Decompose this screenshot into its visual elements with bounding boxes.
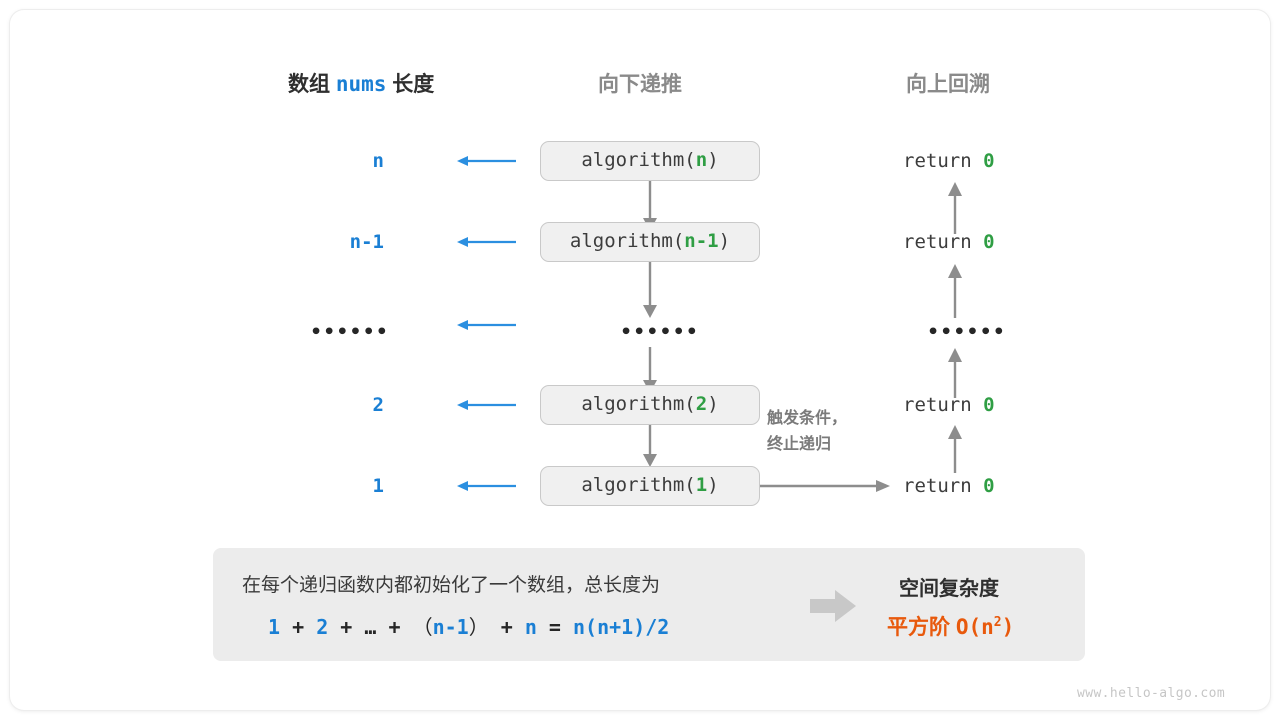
call-box-row-1[interactable]: algorithm(n) xyxy=(540,141,760,181)
diagram-stage: 数组 nums 长度 向下递推 向上回溯 n algorithm(n) retu… xyxy=(10,10,1270,710)
blue-arrow-row-5 xyxy=(457,481,516,491)
eq-op-3: + xyxy=(388,615,401,639)
eq-term-5: n xyxy=(524,615,537,639)
call-arg-1: n xyxy=(695,149,708,171)
base-case-arrow xyxy=(760,480,890,492)
return-row-dots: •••••• xyxy=(927,321,1006,343)
eq-lparen: （ xyxy=(412,615,433,639)
eq-op-4: + xyxy=(500,615,513,639)
eq-equals: = xyxy=(548,615,561,639)
blue-arrow-row-4 xyxy=(457,400,516,410)
return-value-1: 0 xyxy=(983,150,995,172)
return-text-1: return xyxy=(903,150,984,172)
header-array-code: nums xyxy=(335,72,387,96)
complexity-big-o: O(n2) xyxy=(956,615,1014,639)
return-row-5: return 0 xyxy=(903,475,995,497)
eq-rparen: ） xyxy=(468,615,489,639)
call-prefix-5: algorithm( xyxy=(581,474,696,496)
up-arrow-return-5-to-4 xyxy=(948,425,962,473)
header-array-prefix: 数组 xyxy=(288,73,336,96)
header-array-length: 数组 nums 长度 xyxy=(288,68,434,98)
blue-arrow-row-1 xyxy=(457,156,516,166)
summary-panel xyxy=(213,548,1085,661)
up-arrow-return-2-to-1 xyxy=(948,182,962,234)
call-prefix-1: algorithm( xyxy=(581,149,696,171)
summary-text: 在每个递归函数内都初始化了一个数组，总长度为 xyxy=(242,575,661,596)
length-label-row-1: n xyxy=(372,150,384,172)
diagram-card: 数组 nums 长度 向下递推 向上回溯 n algorithm(n) retu… xyxy=(10,10,1270,710)
call-box-row-dots: •••••• xyxy=(620,321,699,343)
header-recurse-down: 向下递推 xyxy=(598,73,682,96)
return-value-5: 0 xyxy=(983,475,995,497)
complexity-title: 空间复杂度 xyxy=(899,578,999,600)
return-text-4: return xyxy=(903,394,984,416)
eq-op-1: + xyxy=(292,615,305,639)
return-row-2: return 0 xyxy=(903,231,995,253)
complexity-label: 平方阶 xyxy=(887,616,950,639)
call-arg-4: 2 xyxy=(695,393,708,415)
length-label-row-4: 2 xyxy=(372,394,384,416)
return-text-5: return xyxy=(903,475,984,497)
call-box-row-2[interactable]: algorithm(n-1) xyxy=(540,222,760,262)
call-suffix-4: ) xyxy=(707,393,719,415)
eq-term-4: n-1 xyxy=(432,615,469,639)
call-prefix-2: algorithm( xyxy=(569,230,685,252)
call-suffix-5: ) xyxy=(707,474,719,496)
eq-op-2: + xyxy=(340,615,353,639)
length-label-row-dots: •••••• xyxy=(310,321,389,343)
summary-equation: 1 + 2 + … + （n-1） + n = n(n+1)/2 xyxy=(268,611,669,640)
length-label-row-2: n-1 xyxy=(349,231,384,253)
complexity-o-post: ) xyxy=(1001,615,1015,639)
eq-term-2: 2 xyxy=(316,615,329,639)
call-suffix-2: ) xyxy=(718,230,731,252)
blue-arrow-row-dots xyxy=(457,320,516,330)
call-prefix-4: algorithm( xyxy=(581,393,696,415)
return-row-4: return 0 xyxy=(903,394,995,416)
return-value-4: 0 xyxy=(983,394,995,416)
block-arrow-right-icon xyxy=(810,590,856,622)
call-suffix-1: ) xyxy=(707,149,719,171)
call-arg-2: n-1 xyxy=(684,230,719,252)
watermark: www.hello-algo.com xyxy=(1077,686,1226,701)
base-case-note-line2: 终止递归 xyxy=(767,436,832,453)
call-arg-5: 1 xyxy=(695,474,708,496)
blue-arrow-row-2 xyxy=(457,237,516,247)
base-case-note: 触发条件， 终止递归 xyxy=(767,406,847,458)
call-box-row-5[interactable]: algorithm(1) xyxy=(540,466,760,506)
eq-result: n(n+1)/2 xyxy=(573,615,670,639)
return-text-2: return xyxy=(903,231,984,253)
eq-ellipsis: … xyxy=(364,615,377,639)
length-label-row-5: 1 xyxy=(372,475,384,497)
eq-term-1: 1 xyxy=(268,615,281,639)
header-array-suffix: 长度 xyxy=(386,73,435,96)
complexity-value: 平方阶 O(n2) xyxy=(887,611,1014,641)
up-arrow-return-4-to-dots xyxy=(948,348,962,398)
complexity-exponent: 2 xyxy=(993,615,1002,630)
header-backtrack-up: 向上回溯 xyxy=(906,73,990,96)
complexity-o-pre: O(n xyxy=(955,615,994,639)
call-box-row-4[interactable]: algorithm(2) xyxy=(540,385,760,425)
return-row-1: return 0 xyxy=(903,150,995,172)
return-value-2: 0 xyxy=(983,231,995,253)
base-case-note-line1: 触发条件， xyxy=(767,410,848,427)
up-arrow-return-dots-to-2 xyxy=(948,264,962,318)
down-arrow-2-to-dots xyxy=(643,262,657,318)
down-arrow-4-to-5 xyxy=(643,425,657,467)
